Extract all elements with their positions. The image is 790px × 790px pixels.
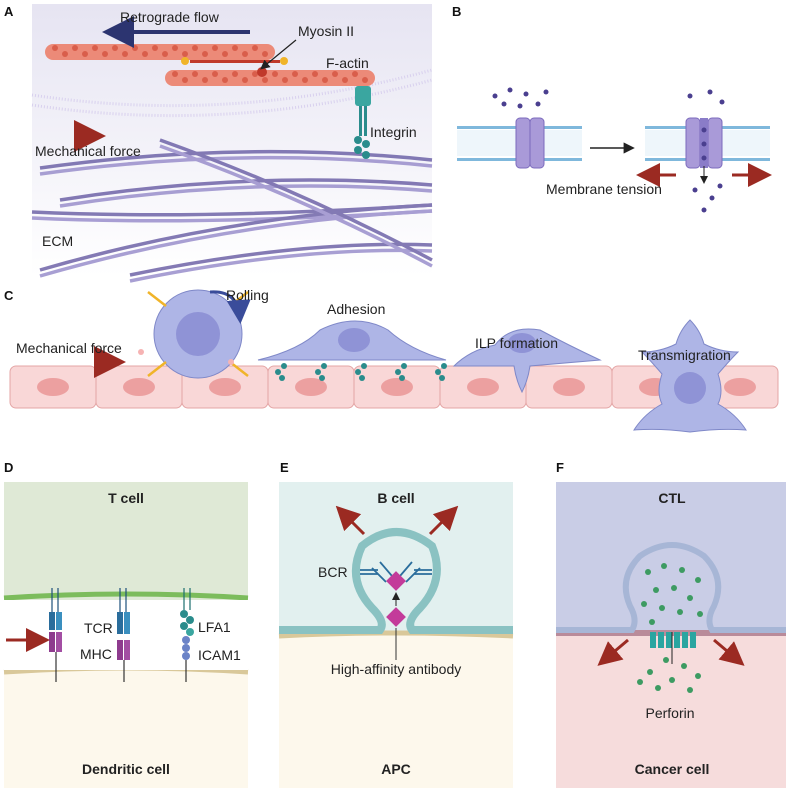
- panel-f-letter: F: [556, 460, 564, 475]
- panel-e: E B cell BCR High-affinity antibody APC: [278, 460, 514, 788]
- adhesion-integrins: [275, 363, 447, 381]
- transmigrating-leukocyte: [633, 319, 747, 433]
- tcr-label: TCR: [84, 620, 113, 636]
- rolling-arrow: [209, 290, 251, 324]
- ctl-label: CTL: [658, 490, 686, 506]
- force-arrow-e-right: [428, 505, 459, 536]
- cancer-cell-label: Cancer cell: [635, 761, 710, 777]
- antigen-captured: [386, 571, 406, 591]
- bcell-background: [279, 482, 513, 632]
- apc-label: APC: [381, 761, 411, 777]
- myosin-pointer-line: [260, 39, 297, 70]
- bcr-label: BCR: [318, 564, 348, 580]
- membrane-tension-label: Membrane tension: [546, 181, 662, 197]
- lfa1-icam1-pair: [180, 588, 194, 682]
- perforin-label: Perforin: [645, 705, 694, 721]
- panel-f: F CTL Perforin Cancer cell: [556, 460, 786, 788]
- integrin-label: Integrin: [370, 124, 417, 140]
- factin-filament-upper: [45, 44, 275, 60]
- mhc-label: MHC: [80, 646, 112, 662]
- transmigration-label: Transmigration: [638, 347, 731, 363]
- antibody-label: High-affinity antibody: [331, 661, 461, 677]
- membrane-relaxed: [457, 117, 582, 169]
- panel-c-letter: C: [4, 288, 14, 303]
- panel-a: A: [4, 4, 433, 283]
- adhesion-label: Adhesion: [327, 301, 385, 317]
- ilp-leukocyte: [452, 328, 602, 394]
- panel-d: D: [3, 460, 249, 788]
- bcr-receptors: [360, 561, 432, 583]
- ions-through-channel: [687, 89, 725, 213]
- ctl-membrane-bulge: [556, 542, 786, 633]
- ilp-label: ILP formation: [475, 335, 558, 351]
- dendritic-cell-label: Dendritic cell: [82, 761, 170, 777]
- panel-e-letter: E: [280, 460, 289, 475]
- factin-beads: [52, 45, 368, 83]
- retrograde-flow-label: Retrograde flow: [120, 9, 220, 25]
- force-arrow-f-left: [597, 638, 629, 666]
- perforin-granules: [637, 563, 703, 693]
- bcell-label: B cell: [377, 490, 414, 506]
- factin-label: F-actin: [326, 55, 369, 71]
- lfa1-label: LFA1: [198, 619, 231, 635]
- endothelial-nuclei: [37, 378, 756, 396]
- membrane-stretched: [645, 117, 770, 169]
- rolling-leukocyte: [138, 289, 249, 379]
- force-arrow-e-left: [335, 505, 366, 536]
- ctl-background: [556, 482, 786, 634]
- ecm-label: ECM: [42, 233, 73, 249]
- rolling-label: Rolling: [226, 287, 269, 303]
- panel-a-letter: A: [4, 4, 14, 19]
- adhering-leukocyte: [257, 320, 447, 361]
- panel-c: C: [4, 287, 779, 433]
- tcell-label: T cell: [108, 490, 144, 506]
- mechanical-force-label-c: Mechanical force: [16, 340, 122, 356]
- icam1-label: ICAM1: [198, 647, 241, 663]
- myosin-label: Myosin II: [298, 23, 354, 39]
- cancer-background: [556, 634, 786, 788]
- panel-b-letter: B: [452, 4, 461, 19]
- force-arrow-f-right: [713, 638, 745, 666]
- antigen-on-apc: [386, 607, 406, 627]
- tcell-background: [4, 482, 248, 602]
- tcr-mhc-pair-2: [117, 588, 130, 682]
- ions-outside-left: [492, 87, 549, 109]
- tcr-mhc-pair-1: [49, 588, 62, 682]
- integrin: [354, 86, 371, 159]
- dc-background: [4, 670, 248, 788]
- ecm-fibers: [31, 138, 433, 283]
- perforin-pore: [650, 632, 696, 664]
- bcell-membrane: [279, 528, 513, 634]
- panel-d-letter: D: [4, 460, 13, 475]
- panel-b: B: [452, 4, 772, 213]
- mechanical-force-label-a: Mechanical force: [35, 143, 141, 159]
